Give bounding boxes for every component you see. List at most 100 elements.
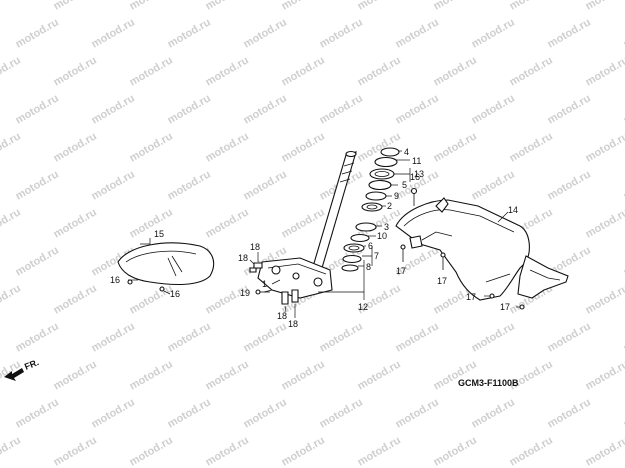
watermark-text: motod.ru	[52, 54, 99, 88]
label-12: 12	[358, 302, 368, 312]
watermark-text: motod.ru	[128, 54, 175, 88]
label-17d: 17	[500, 302, 510, 312]
watermark-text: motod.ru	[356, 0, 403, 13]
watermark-text: motod.ru	[90, 168, 137, 202]
label-8: 8	[366, 262, 371, 272]
watermark-text: motod.ru	[52, 282, 99, 316]
watermark-text: motod.ru	[546, 396, 593, 430]
label-13: 13	[414, 169, 424, 179]
watermark-text: motod.ru	[0, 54, 23, 88]
watermark-text: motod.ru	[52, 206, 99, 240]
watermark-text: motod.ru	[90, 92, 137, 126]
label-18c: 18	[277, 311, 287, 321]
watermark-text: motod.ru	[90, 320, 137, 354]
inner-cover-part	[395, 187, 569, 310]
label-17a: 17	[396, 266, 406, 276]
watermark-text: motod.ru	[90, 396, 137, 430]
watermark-text: motod.ru	[318, 92, 365, 126]
watermark-text: motod.ru	[318, 320, 365, 354]
watermark-text: motod.ru	[204, 206, 251, 240]
watermark-text: motod.ru	[432, 54, 479, 88]
label-4: 4	[404, 147, 409, 157]
watermark-text: motod.ru	[470, 320, 517, 354]
label-6: 6	[368, 241, 373, 251]
watermark-text: motod.ru	[52, 130, 99, 164]
watermark-text: motod.ru	[204, 54, 251, 88]
label-16b: 16	[170, 289, 180, 299]
watermark-text: motod.ru	[432, 130, 479, 164]
watermark-text: motod.ru	[0, 130, 23, 164]
watermark-text: motod.ru	[470, 168, 517, 202]
watermark-text: motod.ru	[356, 434, 403, 468]
watermark-text: motod.ru	[508, 130, 555, 164]
watermark-text: motod.ru	[204, 434, 251, 468]
label-5: 5	[402, 180, 407, 190]
watermark-text: motod.ru	[394, 320, 441, 354]
watermark-text: motod.ru	[584, 434, 625, 468]
label-17b: 17	[437, 276, 447, 286]
label-18b: 18	[238, 253, 248, 263]
watermark-text: motod.ru	[52, 434, 99, 468]
watermark-text: motod.ru	[394, 92, 441, 126]
watermark-text: motod.ru	[622, 168, 625, 202]
watermark-text: motod.ru	[166, 320, 213, 354]
watermark-text: motod.ru	[508, 0, 555, 13]
watermark-text: motod.ru	[14, 396, 61, 430]
watermark-text: motod.ru	[584, 206, 625, 240]
watermark-text: motod.ru	[14, 320, 61, 354]
watermark-text: motod.ru	[52, 0, 99, 13]
watermark-text: motod.ru	[166, 16, 213, 50]
watermark-text: motod.ru	[204, 0, 251, 13]
watermark-text: motod.ru	[90, 16, 137, 50]
lower-bearing-stack	[341, 222, 377, 272]
watermark-text: motod.ru	[584, 0, 625, 13]
watermark-text: motod.ru	[470, 16, 517, 50]
watermark-text: motod.ru	[52, 358, 99, 392]
watermark-text: motod.ru	[0, 282, 23, 316]
watermark-text: motod.ru	[242, 168, 289, 202]
watermark-text: motod.ru	[394, 16, 441, 50]
watermark-text: motod.ru	[204, 358, 251, 392]
watermark-text: motod.ru	[622, 320, 625, 354]
watermark-text: motod.ru	[14, 16, 61, 50]
label-9: 9	[394, 191, 399, 201]
label-7: 7	[374, 251, 379, 261]
watermark-text: motod.ru	[508, 54, 555, 88]
watermark-text: motod.ru	[470, 396, 517, 430]
watermark-text: motod.ru	[280, 54, 327, 88]
label-1: 1	[262, 279, 267, 289]
front-direction-arrow	[4, 368, 24, 381]
watermark-text: motod.ru	[394, 396, 441, 430]
watermark-text: motod.ru	[584, 282, 625, 316]
watermark-text: motod.ru	[242, 92, 289, 126]
watermark-text: motod.ru	[128, 434, 175, 468]
steering-stem-part	[249, 150, 357, 305]
part-labels: 15 16 16 18 18 1 19 18 18 12 4 11 13 5 9…	[23, 147, 519, 388]
watermark-text: motod.ru	[432, 0, 479, 13]
watermark-text: motod.ru	[546, 92, 593, 126]
watermark-text: motod.ru	[128, 282, 175, 316]
watermark-text: motod.ru	[356, 358, 403, 392]
watermark-text: motod.ru	[470, 92, 517, 126]
watermark-text: motod.ru	[14, 92, 61, 126]
watermark-text: motod.ru	[166, 396, 213, 430]
watermark-text: motod.ru	[622, 396, 625, 430]
watermark-text: motod.ru	[280, 130, 327, 164]
watermark-text: motod.ru	[280, 434, 327, 468]
label-11: 11	[412, 156, 421, 166]
label-15: 15	[154, 229, 164, 239]
watermark-text: motod.ru	[584, 130, 625, 164]
watermark-text: motod.ru	[0, 206, 23, 240]
watermark-text: motod.ru	[356, 54, 403, 88]
upper-bearing-stack	[361, 147, 400, 212]
watermark-text: motod.ru	[318, 16, 365, 50]
watermark-text: motod.ru	[242, 16, 289, 50]
watermark-text: motod.ru	[128, 206, 175, 240]
watermark-text: motod.ru	[280, 0, 327, 13]
label-16a: 16	[110, 275, 120, 285]
direction-label: FR.	[23, 357, 40, 372]
diagram-code: GCM3-F1100B	[458, 378, 519, 388]
